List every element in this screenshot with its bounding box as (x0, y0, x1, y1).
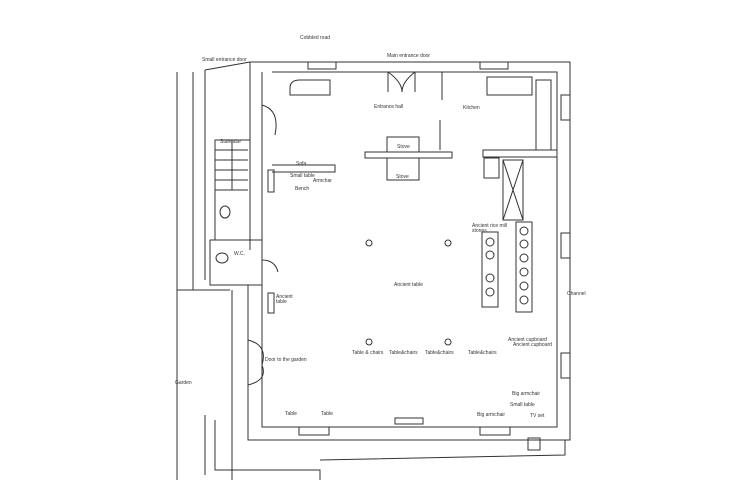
walls (176, 61, 571, 480)
label-main-entrance-door: Main entrance door (387, 53, 430, 59)
label-stove-1: Stove (397, 144, 410, 150)
label-channel: Channel (567, 291, 586, 297)
label-small-entrance-door: Small entrance door (202, 57, 247, 63)
label-table-chairs-3: Table&chairs (425, 350, 454, 356)
label-ancient-table-side-2: table (276, 299, 287, 305)
label-ancient-table-side: Ancient (276, 294, 293, 300)
label-ancient-cupboard-2: Ancient cupboard (513, 342, 552, 348)
label-small-table: Small table (290, 173, 315, 179)
label-table-chairs-4: Table&chairs (468, 350, 497, 356)
label-table-1: Table (285, 411, 297, 417)
label-wc: W.C. (234, 251, 245, 257)
label-ancient-cupboard-1: Ancient cupboard (508, 337, 547, 343)
room-labels: Cobbled road Small entrance door Main en… (175, 35, 586, 419)
label-cobbled-road: Cobbled road (300, 35, 330, 41)
label-stove-2: Stove (396, 174, 409, 180)
label-rice-mill-2: stones (472, 228, 487, 234)
label-sofa: Sofa (296, 161, 307, 167)
label-table-chairs-2: Table&chairs (389, 350, 418, 356)
label-rice-mill: Ancient rice mill (472, 223, 507, 229)
label-table-chairs-1: Table & chairs (352, 350, 384, 356)
label-big-armchair-2: Big armchair (477, 412, 505, 418)
label-door-to-garden: Door to the garden (265, 357, 307, 363)
label-kitchen: Kitchen (463, 105, 480, 111)
label-tv-set: TV set (530, 413, 545, 419)
label-armchair: Armchar (313, 178, 332, 184)
label-table-2: Table (321, 411, 333, 417)
label-ancient-table: Ancient table (394, 282, 423, 288)
label-staircase: Staircase (220, 139, 241, 145)
label-small-table-2: Small table (510, 402, 535, 408)
label-garden: Garden (175, 380, 192, 386)
label-bench: Bench (295, 186, 309, 192)
label-entrance-hall: Entrance hall (374, 104, 403, 110)
label-big-armchair-1: Big armchair (512, 391, 540, 397)
